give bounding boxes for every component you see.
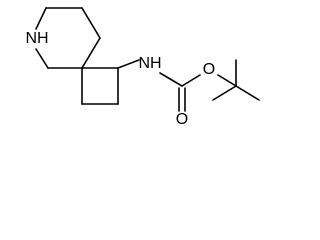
bonds [35, 7, 260, 112]
bond-tbutyl-right [235, 85, 260, 101]
carbonyl-oxygen-label: O [176, 111, 188, 128]
bond-pip-5 [35, 48, 49, 69]
bond-pip-2 [81, 7, 101, 39]
bond-n-carbonyl [159, 72, 183, 87]
ring-nitrogen-label: NH [25, 30, 48, 47]
atom-labels: NH NH O O [25, 30, 215, 128]
bond-c1-n [117, 59, 140, 69]
bond-ester-tbutyl [217, 74, 237, 87]
bond-pip-3 [81, 37, 101, 69]
bond-carbonyl-ester [181, 74, 201, 87]
bond-pip-6 [35, 7, 47, 30]
chemical-structure: NH NH O O [25, 7, 260, 128]
bond-tbutyl-left [212, 85, 237, 101]
ester-oxygen-label: O [203, 61, 215, 78]
carbamate-nitrogen-label: NH [138, 55, 161, 72]
